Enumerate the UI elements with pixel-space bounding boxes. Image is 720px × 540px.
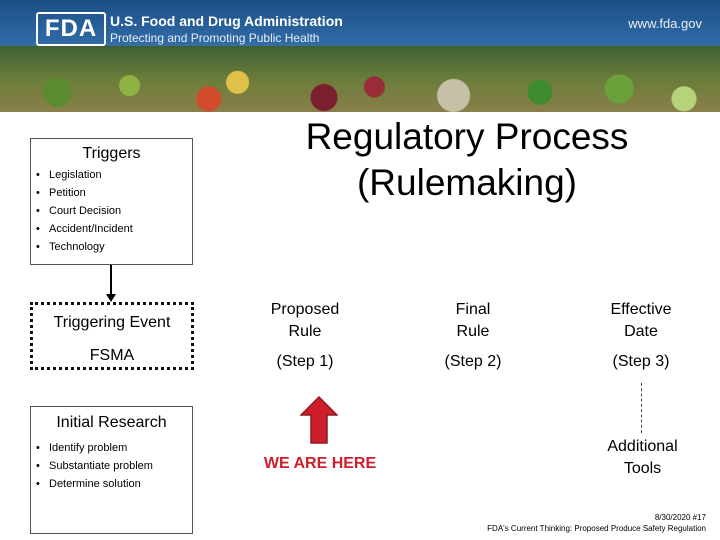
header-banner: FDA U.S. Food and Drug Administration Pr… [0, 0, 720, 112]
slide-title: Regulatory Process (Rulemaking) [262, 114, 672, 206]
tools-line-1: Additional [607, 438, 678, 455]
footer-source: FDA's Current Thinking: Proposed Produce… [487, 524, 706, 533]
dashed-connector [641, 383, 642, 433]
research-item: Determine solution [36, 475, 153, 493]
produce-photo [0, 46, 720, 112]
step-number: (Step 3) [612, 353, 670, 370]
trigger-item: Court Decision [36, 202, 133, 220]
research-item: Substantiate problem [36, 457, 153, 475]
triggering-event-box: Triggering Event FSMA [30, 302, 194, 370]
step-proposed-rule: Proposed Rule (Step 1) [240, 299, 370, 371]
trigger-item: Legislation [36, 166, 133, 184]
step-label-line-2: Rule [456, 323, 490, 340]
trigger-item: Petition [36, 184, 133, 202]
initial-research-box: Initial Research Identify problem Substa… [30, 406, 193, 534]
step-final-rule: Final Rule (Step 2) [408, 299, 538, 371]
step-effective-date: Effective Date (Step 3) [576, 299, 706, 371]
step-label-line-2: Rule [288, 323, 322, 340]
footer-date: 8/30/2020 #17 [654, 513, 706, 522]
we-are-here-label: WE ARE HERE [263, 455, 377, 472]
connector-arrow-line [110, 265, 112, 297]
website-url: www.fda.gov [628, 16, 702, 31]
triggers-list: Legislation Petition Court Decision Acci… [36, 166, 133, 256]
title-line-1: Regulatory Process [305, 116, 629, 157]
trigger-item: Accident/Incident [36, 220, 133, 238]
triggering-event-heading: Triggering Event [53, 314, 171, 331]
step-label-line-1: Proposed [270, 301, 340, 318]
step-label-line-1: Final [455, 301, 491, 318]
agency-name: U.S. Food and Drug Administration [110, 13, 343, 29]
step-number: (Step 2) [444, 353, 502, 370]
trigger-item: Technology [36, 238, 133, 256]
connector-arrow-head [106, 294, 116, 302]
step-label-line-2: Date [624, 323, 658, 340]
tools-line-2: Tools [623, 460, 662, 477]
step-label-line-1: Effective [610, 301, 672, 318]
triggers-heading: Triggers [82, 145, 141, 162]
initial-research-heading: Initial Research [56, 414, 167, 431]
step-number: (Step 1) [276, 353, 334, 370]
research-item: Identify problem [36, 439, 153, 457]
research-list: Identify problem Substantiate problem De… [36, 439, 153, 493]
additional-tools-label: Additional Tools [585, 436, 700, 480]
triggers-box: Triggers Legislation Petition Court Deci… [30, 138, 193, 265]
up-arrow-icon [300, 396, 338, 444]
agency-tagline: Protecting and Promoting Public Health [110, 31, 320, 45]
title-line-2: (Rulemaking) [356, 162, 577, 203]
triggering-event-value: FSMA [89, 347, 135, 364]
fda-logo: FDA [36, 12, 106, 46]
